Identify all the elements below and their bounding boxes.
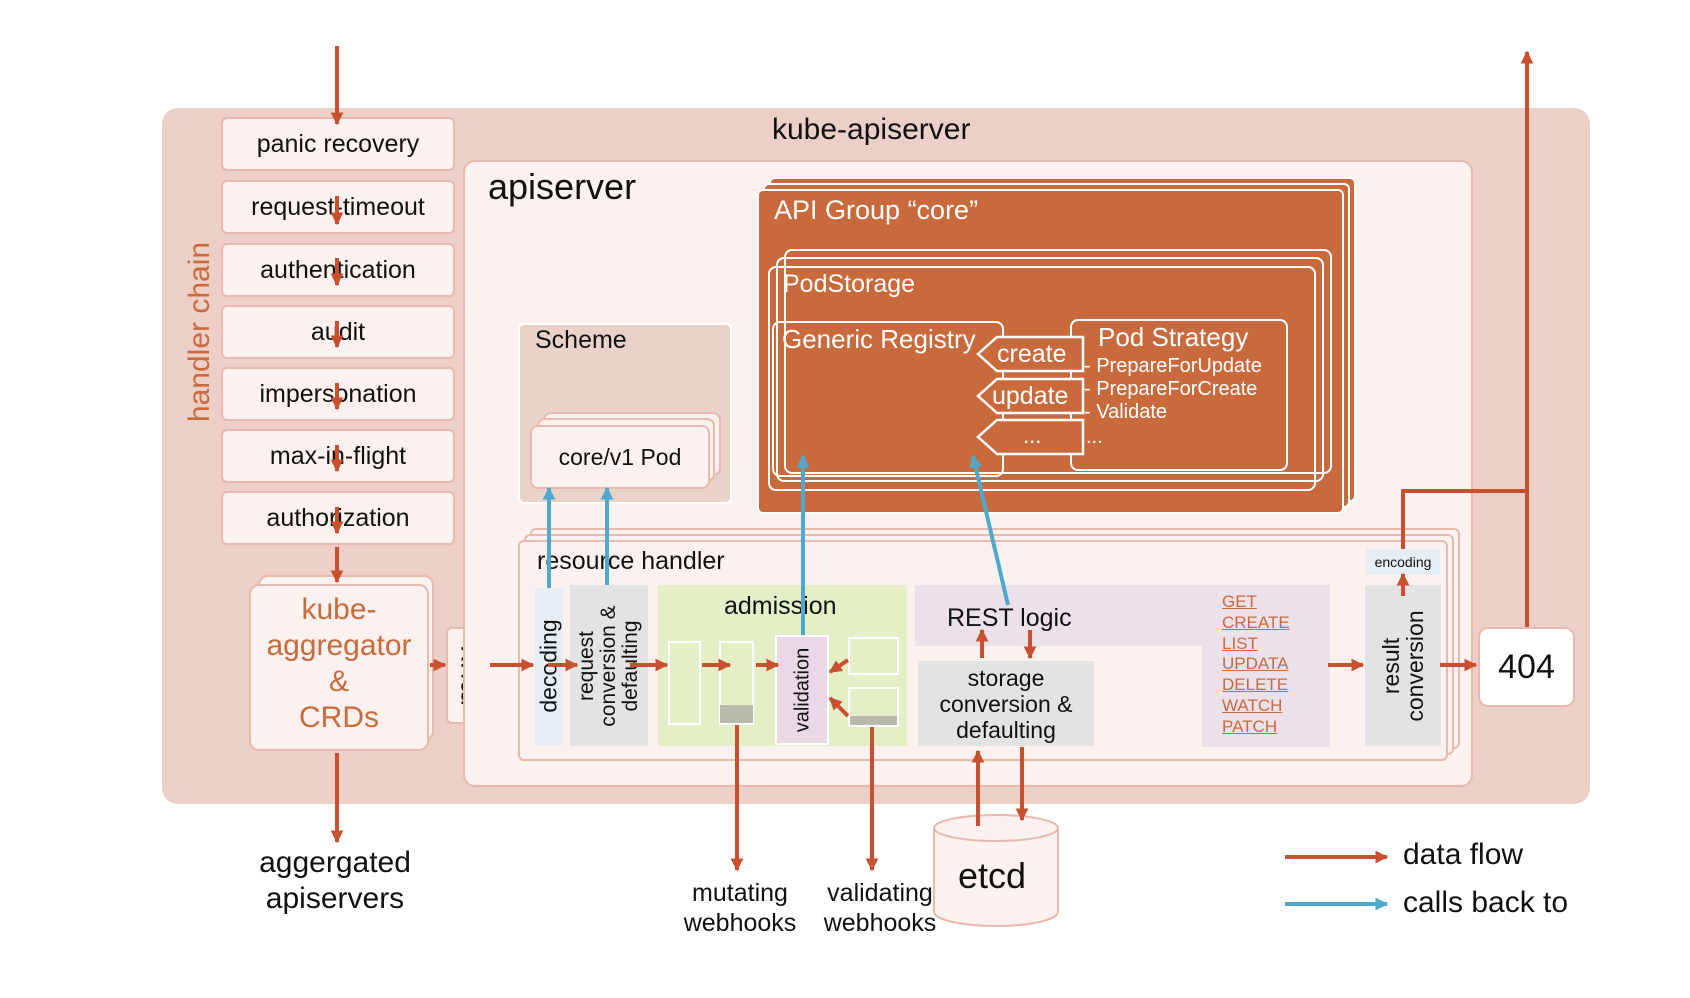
request-conversion-line: conversion &	[596, 605, 620, 727]
chain-panic-recovery: panic recovery	[221, 117, 455, 171]
validating-line: webhooks	[823, 909, 937, 937]
create-verb-label: create	[997, 340, 1067, 368]
generic-registry-title: Generic Registry	[782, 324, 976, 354]
chain-impersonation: impersonation	[221, 367, 455, 421]
validating-slot	[848, 637, 899, 675]
chain-label: max-in-flight	[269, 441, 407, 470]
aggregated-apiservers-label: aggergated apiservers	[230, 845, 440, 917]
validating-webhook-marker	[850, 716, 897, 725]
resource-handler-title: resource handler	[537, 547, 725, 575]
encoding-label: encoding	[1374, 554, 1432, 570]
method-watch: WATCH	[1222, 695, 1283, 715]
validation-box	[775, 635, 829, 745]
validating-webhooks-label: validating webhooks	[795, 878, 965, 938]
aggregated-line: apiservers	[265, 882, 405, 915]
handler-chain-label: handler chain	[183, 241, 216, 423]
admission-title: admission	[724, 592, 837, 620]
pod-strategy-item: - Validate	[1084, 401, 1168, 423]
storage-conversion-box: storage conversion & defaulting	[918, 661, 1094, 746]
more-verb-label: ...	[1023, 423, 1042, 448]
result-conversion-label: result conversion	[1377, 610, 1428, 722]
method-updata: UPDATA	[1222, 654, 1289, 674]
storage-conversion-line: defaulting	[956, 717, 1056, 743]
pod-strategy-item: - PrepareForCreate	[1084, 378, 1258, 400]
request-conversion-line: defaulting	[619, 620, 643, 712]
request-conversion-line: request	[574, 630, 598, 702]
chain-label: authentication	[260, 255, 416, 284]
chain-label: request-timeout	[251, 192, 425, 221]
etcd-body	[933, 828, 1059, 927]
method-delete: DELETE	[1222, 675, 1289, 695]
chain-request-timeout: request-timeout	[221, 180, 455, 234]
aggregator-line: kube-	[301, 593, 377, 626]
kube-aggregator-box	[249, 584, 429, 751]
result-conversion-line: result	[1377, 637, 1404, 695]
apiserver-title: apiserver	[488, 166, 637, 207]
core-v1-pod-label: core/v1 Pod	[558, 443, 682, 470]
pod-storage-shadow	[784, 249, 1332, 474]
method-get: GET	[1222, 592, 1257, 611]
legend-data-flow-label: data flow	[1403, 838, 1524, 871]
chain-audit: audit	[221, 305, 455, 359]
validation-label: validation	[791, 647, 814, 733]
core-v1-pod-box: core/v1 Pod	[530, 425, 710, 489]
validating-line: validating	[827, 879, 933, 907]
request-conversion-label: request conversion & defaulting	[574, 605, 643, 727]
aggregator-line: &	[328, 665, 349, 698]
rest-methods-list: GET CREATE LIST UPDATA DELETE WATCH PATC…	[1222, 592, 1290, 738]
chain-authorization: authorization	[221, 491, 455, 545]
etcd-label: etcd	[958, 855, 1027, 896]
chain-label: panic recovery	[256, 129, 420, 158]
mutating-line: mutating	[692, 879, 788, 907]
kube-aggregator-label: kube- aggregator & CRDs	[249, 592, 429, 736]
status-404-box: 404	[1478, 627, 1575, 707]
pod-storage-box	[768, 266, 1316, 491]
pod-storage-shadow	[776, 257, 1324, 482]
mutating-slot	[668, 641, 701, 725]
decoding-label: decoding	[535, 619, 562, 713]
encoding-box: encoding	[1366, 549, 1440, 575]
storage-conversion-line: conversion &	[939, 691, 1073, 717]
pod-strategy-item: - PrepareForUpdate	[1084, 355, 1262, 377]
pod-strategy-item: ...	[1086, 426, 1103, 448]
aggregated-line: aggergated	[259, 846, 411, 879]
method-patch: PATCH	[1222, 716, 1278, 736]
pod-strategy-title: Pod Strategy	[1098, 322, 1249, 352]
mutating-line: webhooks	[683, 909, 797, 937]
chain-authentication: authentication	[221, 243, 455, 297]
kube-apiserver-title: kube-apiserver	[772, 113, 971, 146]
rest-logic-title: REST logic	[947, 604, 1072, 632]
aggregator-line: CRDs	[299, 701, 379, 734]
result-conversion-box	[1365, 585, 1441, 746]
mutating-webhooks-label: mutating webhooks	[660, 878, 820, 938]
legend-calls-back-label: calls back to	[1403, 886, 1569, 919]
scheme-title: Scheme	[535, 326, 627, 354]
method-list: LIST	[1222, 633, 1258, 653]
chain-label: audit	[310, 317, 366, 346]
mutating-webhook-marker	[720, 705, 753, 723]
storage-conversion-line: storage	[967, 665, 1045, 691]
api-group-title: API Group “core”	[774, 195, 979, 225]
chain-label: impersonation	[259, 379, 417, 408]
etcd-top	[933, 814, 1059, 842]
mutating-slot	[719, 641, 754, 725]
update-verb-label: update	[992, 382, 1069, 410]
method-create: CREATE	[1222, 612, 1290, 632]
chain-max-in-flight: max-in-flight	[221, 429, 455, 483]
chain-label: authorization	[266, 503, 410, 532]
pod-storage-title: PodStorage	[783, 270, 916, 298]
result-conversion-line: conversion	[1402, 610, 1428, 722]
etcd-cylinder	[933, 814, 1059, 927]
aggregator-line: aggregator	[266, 629, 412, 662]
status-404-label: 404	[1498, 647, 1555, 686]
